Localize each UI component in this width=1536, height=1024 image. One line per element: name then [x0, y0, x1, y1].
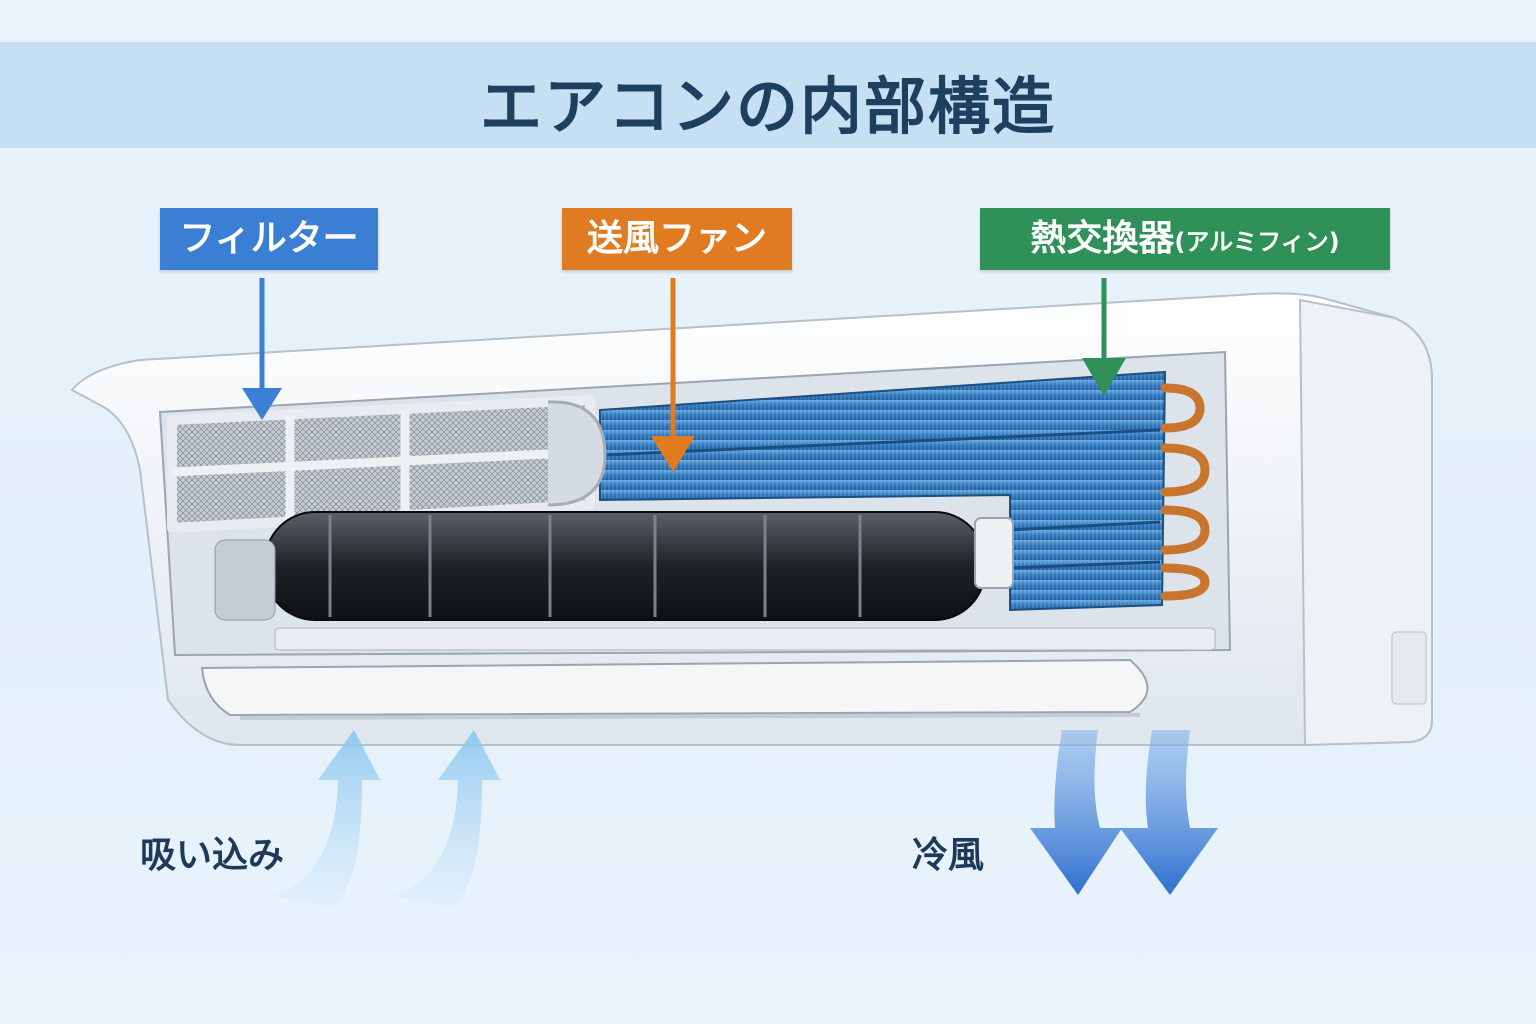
fan-label-text: 送風ファン: [586, 218, 767, 259]
filter-panel: [167, 395, 607, 533]
intake-arrow-1: [270, 730, 380, 908]
fan-pointer-arrow: [651, 278, 695, 472]
heat-exchanger-label-sub: (アルミフィン): [1174, 228, 1340, 256]
heat-exchanger-pointer-arrow: [1082, 278, 1126, 396]
filter-label: フィルター: [160, 208, 378, 270]
cold-air-arrow-2: [1120, 730, 1218, 895]
lower-tray: [274, 627, 1216, 651]
title-band: [0, 42, 1536, 148]
blower-fan: [214, 511, 1014, 621]
filter-pointer-arrow: [242, 278, 282, 420]
heat-exchanger-coil: [599, 370, 1167, 612]
filter-label-text: フィルター: [179, 218, 359, 259]
intake-label: 吸い込み: [140, 835, 285, 876]
heat-exchanger-label: 熱交換器(アルミフィン): [980, 208, 1390, 270]
copper-pipes: [1160, 383, 1210, 601]
louver: [200, 658, 1149, 717]
cold-air-label: 冷風: [912, 835, 985, 876]
heat-exchanger-label-text: 熱交換器: [1030, 218, 1175, 259]
fan-label: 送風ファン: [562, 208, 792, 270]
side-vent: [1391, 631, 1427, 705]
cold-air-arrow-1: [1030, 730, 1122, 895]
page-title: エアコンの内部構造: [479, 70, 1056, 143]
intake-arrow-2: [390, 730, 500, 908]
